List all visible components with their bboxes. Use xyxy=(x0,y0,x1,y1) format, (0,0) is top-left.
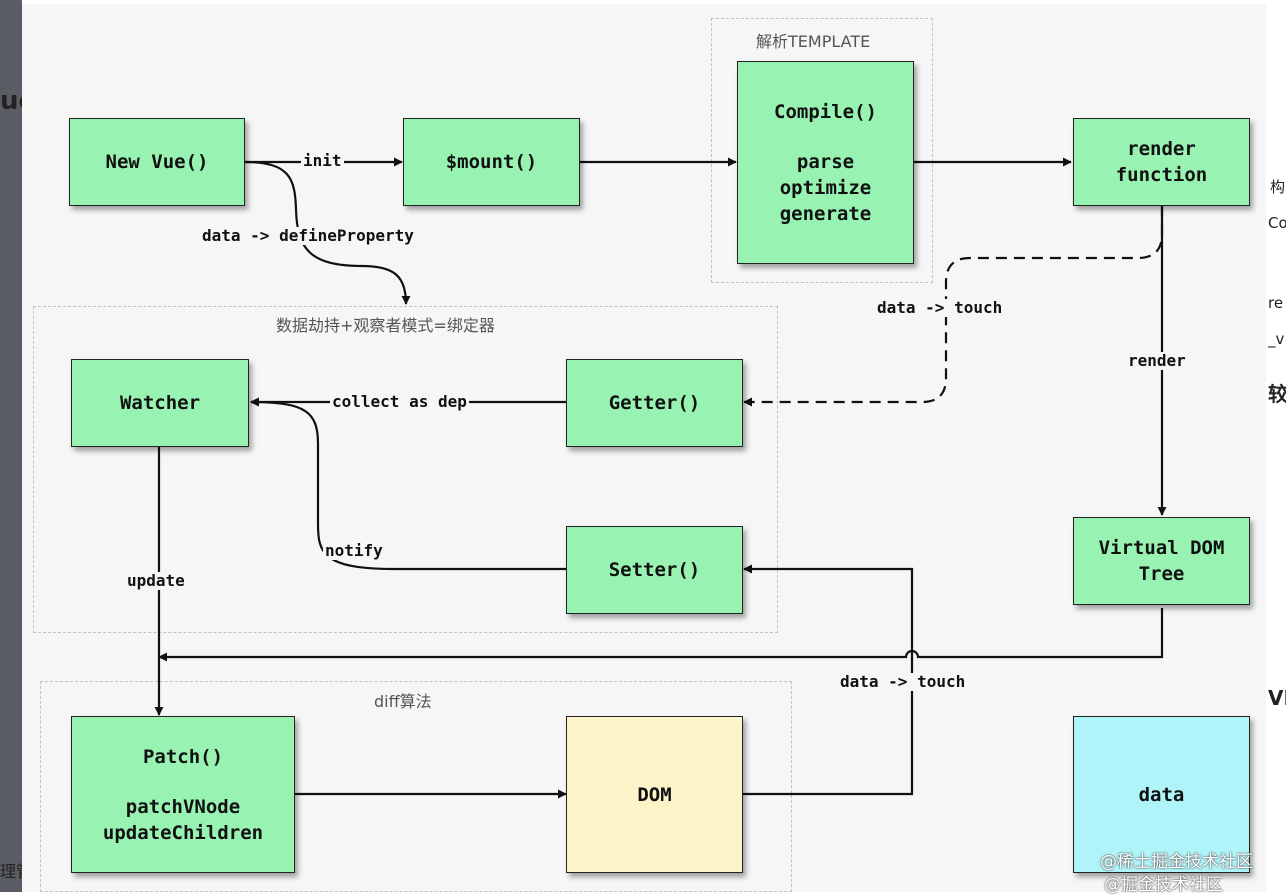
side-fragment-right-2: Co xyxy=(1268,214,1286,232)
edge-label-collect-as-dep: collect as dep xyxy=(330,392,469,411)
group-parse-template xyxy=(711,18,933,283)
node-watcher: Watcher xyxy=(71,359,249,447)
edge-label-touch-setter: data -> touch xyxy=(838,672,968,691)
left-page-edge xyxy=(0,0,22,892)
watermark-line-1: @稀土掘金技术社区 xyxy=(1100,852,1253,872)
node-patch: Patch() patchVNode updateChildren xyxy=(71,716,295,873)
node-patch-updatechildren: updateChildren xyxy=(102,821,264,844)
node-dom: DOM xyxy=(566,716,743,873)
group-title-parse-template: 解析TEMPLATE xyxy=(756,32,871,51)
node-setter-label: Setter() xyxy=(608,559,701,581)
edge-render-function-to-getter xyxy=(743,206,1164,407)
node-data: data xyxy=(1073,716,1250,873)
node-render-function-line-2: function xyxy=(1115,164,1208,186)
node-render-function: render function xyxy=(1073,118,1250,206)
node-compile: Compile() parse optimize generate xyxy=(737,61,914,264)
node-patch-title: Patch() xyxy=(142,745,224,768)
right-page-edge xyxy=(1266,0,1286,892)
group-title-diff-algorithm: diff算法 xyxy=(374,692,432,711)
edge-vdom-to-patch xyxy=(158,608,1164,662)
node-compile-parse: parse xyxy=(796,150,855,173)
node-setter: Setter() xyxy=(566,526,743,614)
node-compile-title: Compile() xyxy=(774,100,877,123)
node-new-vue: New Vue() xyxy=(69,118,245,206)
node-data-label: data xyxy=(1138,783,1185,806)
node-render-function-line-1: render xyxy=(1127,138,1196,160)
diagram-canvas: 解析TEMPLATE 数据劫持+观察者模式=绑定器 diff算法 New Vue… xyxy=(22,4,1266,895)
node-new-vue-label: New Vue() xyxy=(105,151,209,173)
node-mount-label: $mount() xyxy=(445,151,538,173)
side-fragment-right-5: 较 xyxy=(1268,382,1286,406)
node-virtual-dom-tree: Virtual DOM Tree xyxy=(1073,517,1250,605)
node-virtual-dom-tree-line-1: Virtual DOM xyxy=(1098,537,1225,559)
side-fragment-right-3: re xyxy=(1268,294,1284,312)
side-fragment-right-4: _v xyxy=(1268,330,1285,348)
watermark-line-2: @掘金技术社区 xyxy=(1104,875,1223,895)
group-title-reactive-binder: 数据劫持+观察者模式=绑定器 xyxy=(276,316,495,335)
group-reactive-binder xyxy=(33,306,778,633)
node-compile-generate: generate xyxy=(779,202,872,225)
node-watcher-label: Watcher xyxy=(119,392,201,414)
node-compile-optimize: optimize xyxy=(779,176,872,199)
edge-label-define-property: data -> defineProperty xyxy=(200,226,416,245)
edge-setter-to-watcher xyxy=(250,397,566,571)
edge-label-init: init xyxy=(301,151,344,170)
node-dom-label: DOM xyxy=(637,783,672,806)
edge-new-vue-to-reactive xyxy=(244,160,411,305)
edge-label-render: render xyxy=(1126,351,1188,370)
node-getter-label: Getter() xyxy=(608,392,701,414)
side-fragment-right-6: VN xyxy=(1268,686,1286,710)
node-getter: Getter() xyxy=(566,359,743,447)
edge-label-touch-getter: data -> touch xyxy=(875,298,1005,317)
node-mount: $mount() xyxy=(403,118,580,206)
edge-label-notify: notify xyxy=(323,541,385,560)
node-patch-patchvnode: patchVNode xyxy=(125,795,241,818)
side-fragment-right-1: 构 xyxy=(1270,178,1286,196)
edge-label-update: update xyxy=(125,571,187,590)
node-virtual-dom-tree-line-2: Tree xyxy=(1138,563,1185,585)
